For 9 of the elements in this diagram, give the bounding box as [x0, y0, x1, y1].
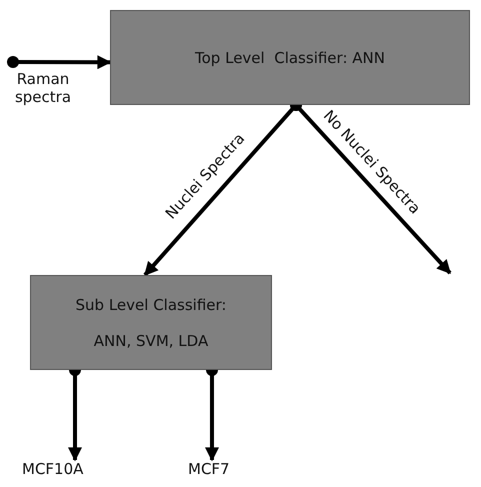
box-label: ANN, SVM, LDA	[94, 332, 208, 350]
class-label: MCF10A	[22, 460, 84, 478]
class-label: MCF7	[188, 460, 230, 478]
classifier-box	[110, 10, 470, 105]
box-label: Top Level Classifier: ANN	[195, 48, 385, 66]
arrow	[7, 55, 112, 70]
box-label: Sub Level Classifier:	[76, 296, 226, 314]
edge-label: Raman spectra	[14, 70, 72, 106]
classifier-box	[30, 275, 272, 370]
